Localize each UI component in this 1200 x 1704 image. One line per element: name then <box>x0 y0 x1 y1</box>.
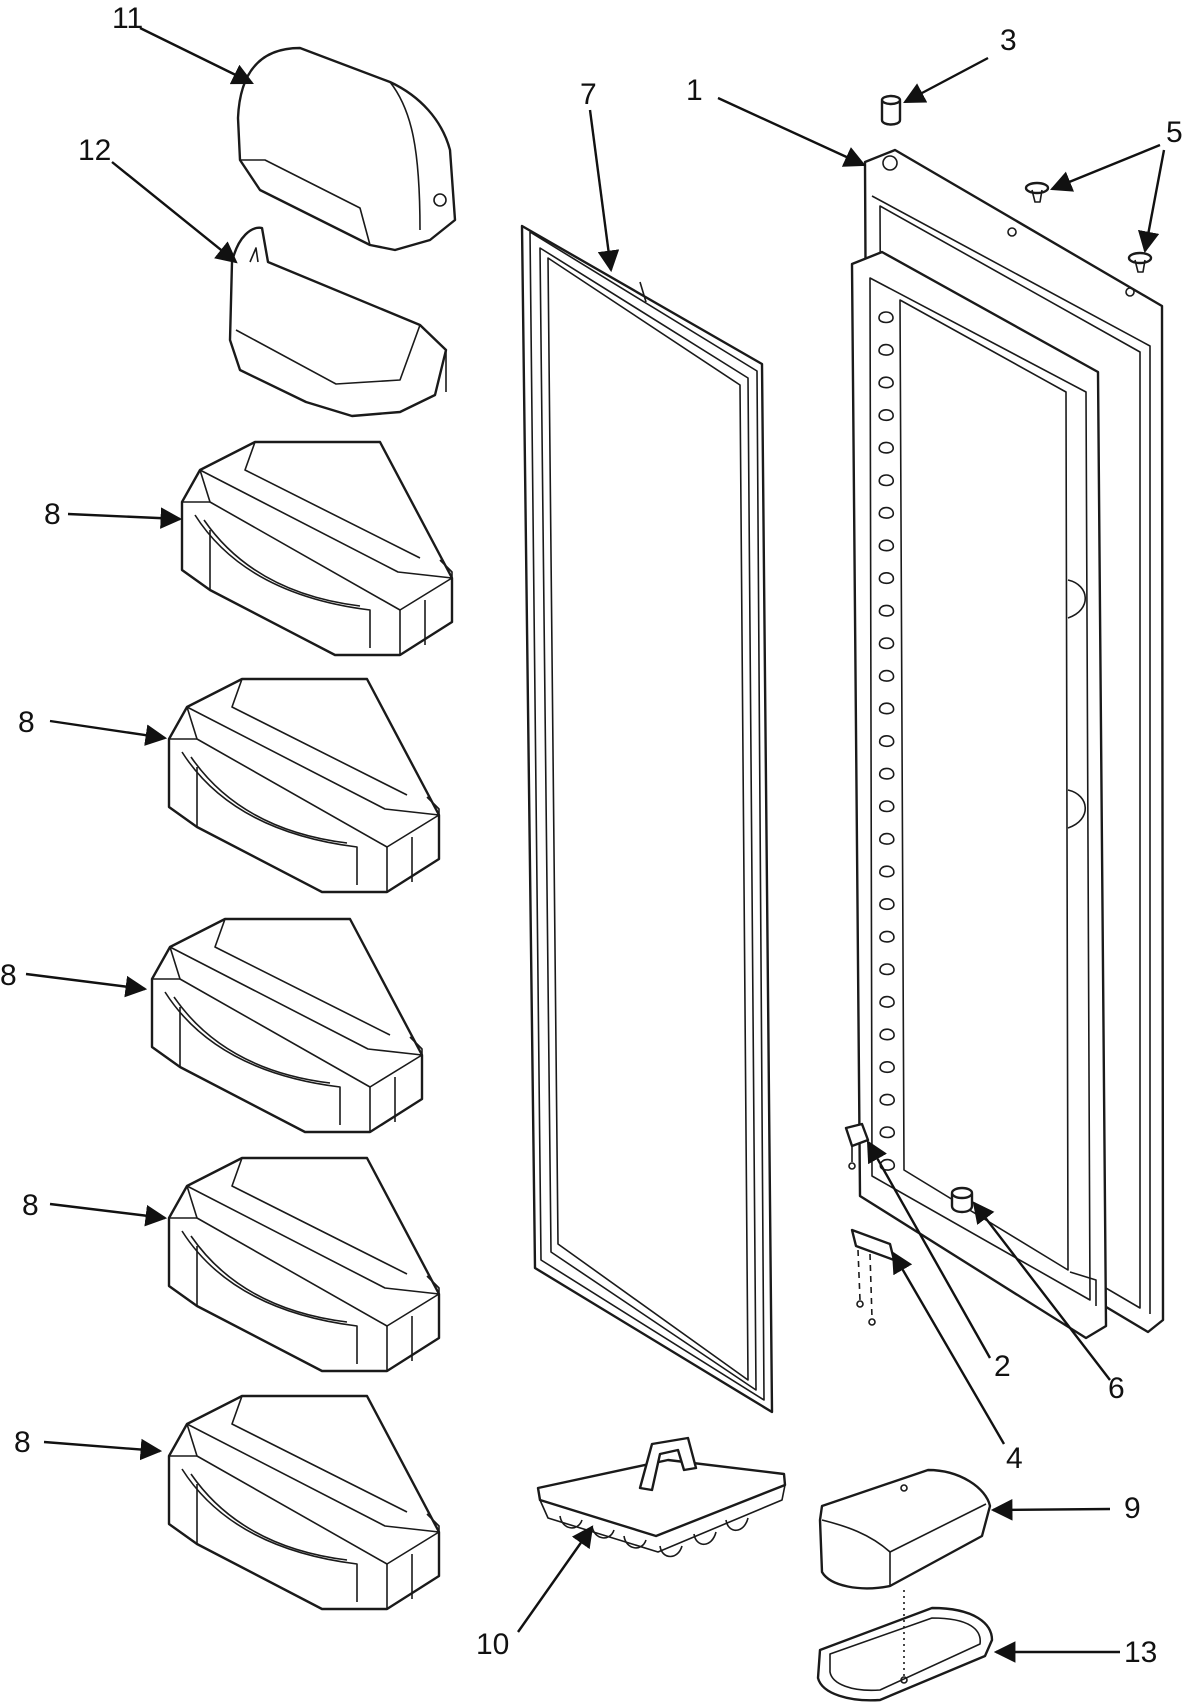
shelf-support <box>878 376 894 389</box>
shelf-support <box>878 311 894 324</box>
shelf-support <box>878 572 895 585</box>
leader-9 <box>990 1499 1111 1521</box>
egg-bin-cover <box>818 1468 992 1590</box>
shelf-support <box>878 506 895 519</box>
leader-6 <box>972 1201 1111 1381</box>
door-bin <box>180 440 454 657</box>
leader-7 <box>588 109 620 273</box>
leader-12 <box>111 161 238 264</box>
callout-9: 9 <box>1124 1492 1141 1525</box>
door-gasket <box>520 224 774 1414</box>
leader-4 <box>891 1251 1006 1445</box>
callout-13: 13 <box>1124 1636 1157 1669</box>
callout-4: 4 <box>1006 1442 1023 1475</box>
dairy-door-cover <box>236 46 457 252</box>
egg-bin-base <box>816 1590 994 1702</box>
egg-tray <box>536 1436 787 1558</box>
callout-8: 8 <box>14 1426 31 1459</box>
door-bin <box>150 917 424 1134</box>
leader-8e <box>43 1438 163 1461</box>
shelf-support <box>879 930 895 943</box>
shelf-support <box>879 1061 895 1074</box>
shelf-support <box>878 767 895 780</box>
callout-7: 7 <box>580 78 597 111</box>
hinge-bushing <box>880 94 902 126</box>
callout-8: 8 <box>44 498 61 531</box>
shelf-support <box>878 409 894 422</box>
door-bin <box>167 1156 441 1373</box>
callout-2: 2 <box>994 1350 1011 1383</box>
leader-10 <box>517 1525 594 1633</box>
leader-5a <box>1049 143 1161 192</box>
callout-8: 8 <box>22 1189 39 1222</box>
callout-8: 8 <box>18 706 35 739</box>
shelf-support <box>879 1126 896 1139</box>
shelf-support <box>879 963 895 976</box>
leader-8a <box>67 507 183 529</box>
shelf-support <box>878 669 895 682</box>
shelf-support <box>878 539 895 552</box>
leader-11 <box>139 26 254 85</box>
shelf-support <box>879 995 895 1008</box>
door-bin <box>167 1394 441 1611</box>
closing-cam <box>950 1186 974 1214</box>
shelf-support <box>878 702 895 715</box>
callout-11: 11 <box>112 2 143 35</box>
shelf-support <box>878 637 895 650</box>
callout-6: 6 <box>1108 1372 1125 1405</box>
leader-lines <box>25 26 1166 1663</box>
callout-10: 10 <box>476 1628 509 1661</box>
door-assembly <box>850 148 1165 1340</box>
shelf-support <box>878 604 895 617</box>
dairy-bin <box>228 226 448 418</box>
leader-8b <box>49 719 168 746</box>
leader-1 <box>717 96 866 167</box>
door-shelf-supports <box>878 311 896 1171</box>
shelf-support <box>878 441 894 454</box>
leader-5b <box>1137 149 1166 254</box>
leader-2 <box>866 1140 992 1359</box>
shelf-support <box>878 343 894 356</box>
shelf-support <box>878 474 895 487</box>
leader-3 <box>903 56 989 104</box>
door-stop <box>844 1122 870 1170</box>
shelf-support <box>878 735 895 748</box>
callout-5: 5 <box>1166 116 1183 149</box>
callout-1: 1 <box>686 74 703 107</box>
leader-8d <box>49 1202 168 1227</box>
shelf-support <box>879 865 895 878</box>
hinge-bracket <box>850 1228 896 1326</box>
shelf-support <box>879 898 895 911</box>
callout-12: 12 <box>78 134 111 167</box>
leader-8c <box>25 972 148 998</box>
shelf-support <box>879 832 895 845</box>
door-bin <box>167 677 441 894</box>
callout-labels: 11 12 8 8 8 8 8 7 1 3 5 2 6 4 9 10 13 <box>0 2 1183 1669</box>
shelf-support <box>879 1028 895 1041</box>
callout-3: 3 <box>1000 24 1017 57</box>
shelf-support <box>879 1093 895 1106</box>
callout-8: 8 <box>0 959 17 992</box>
shelf-support <box>878 800 895 813</box>
